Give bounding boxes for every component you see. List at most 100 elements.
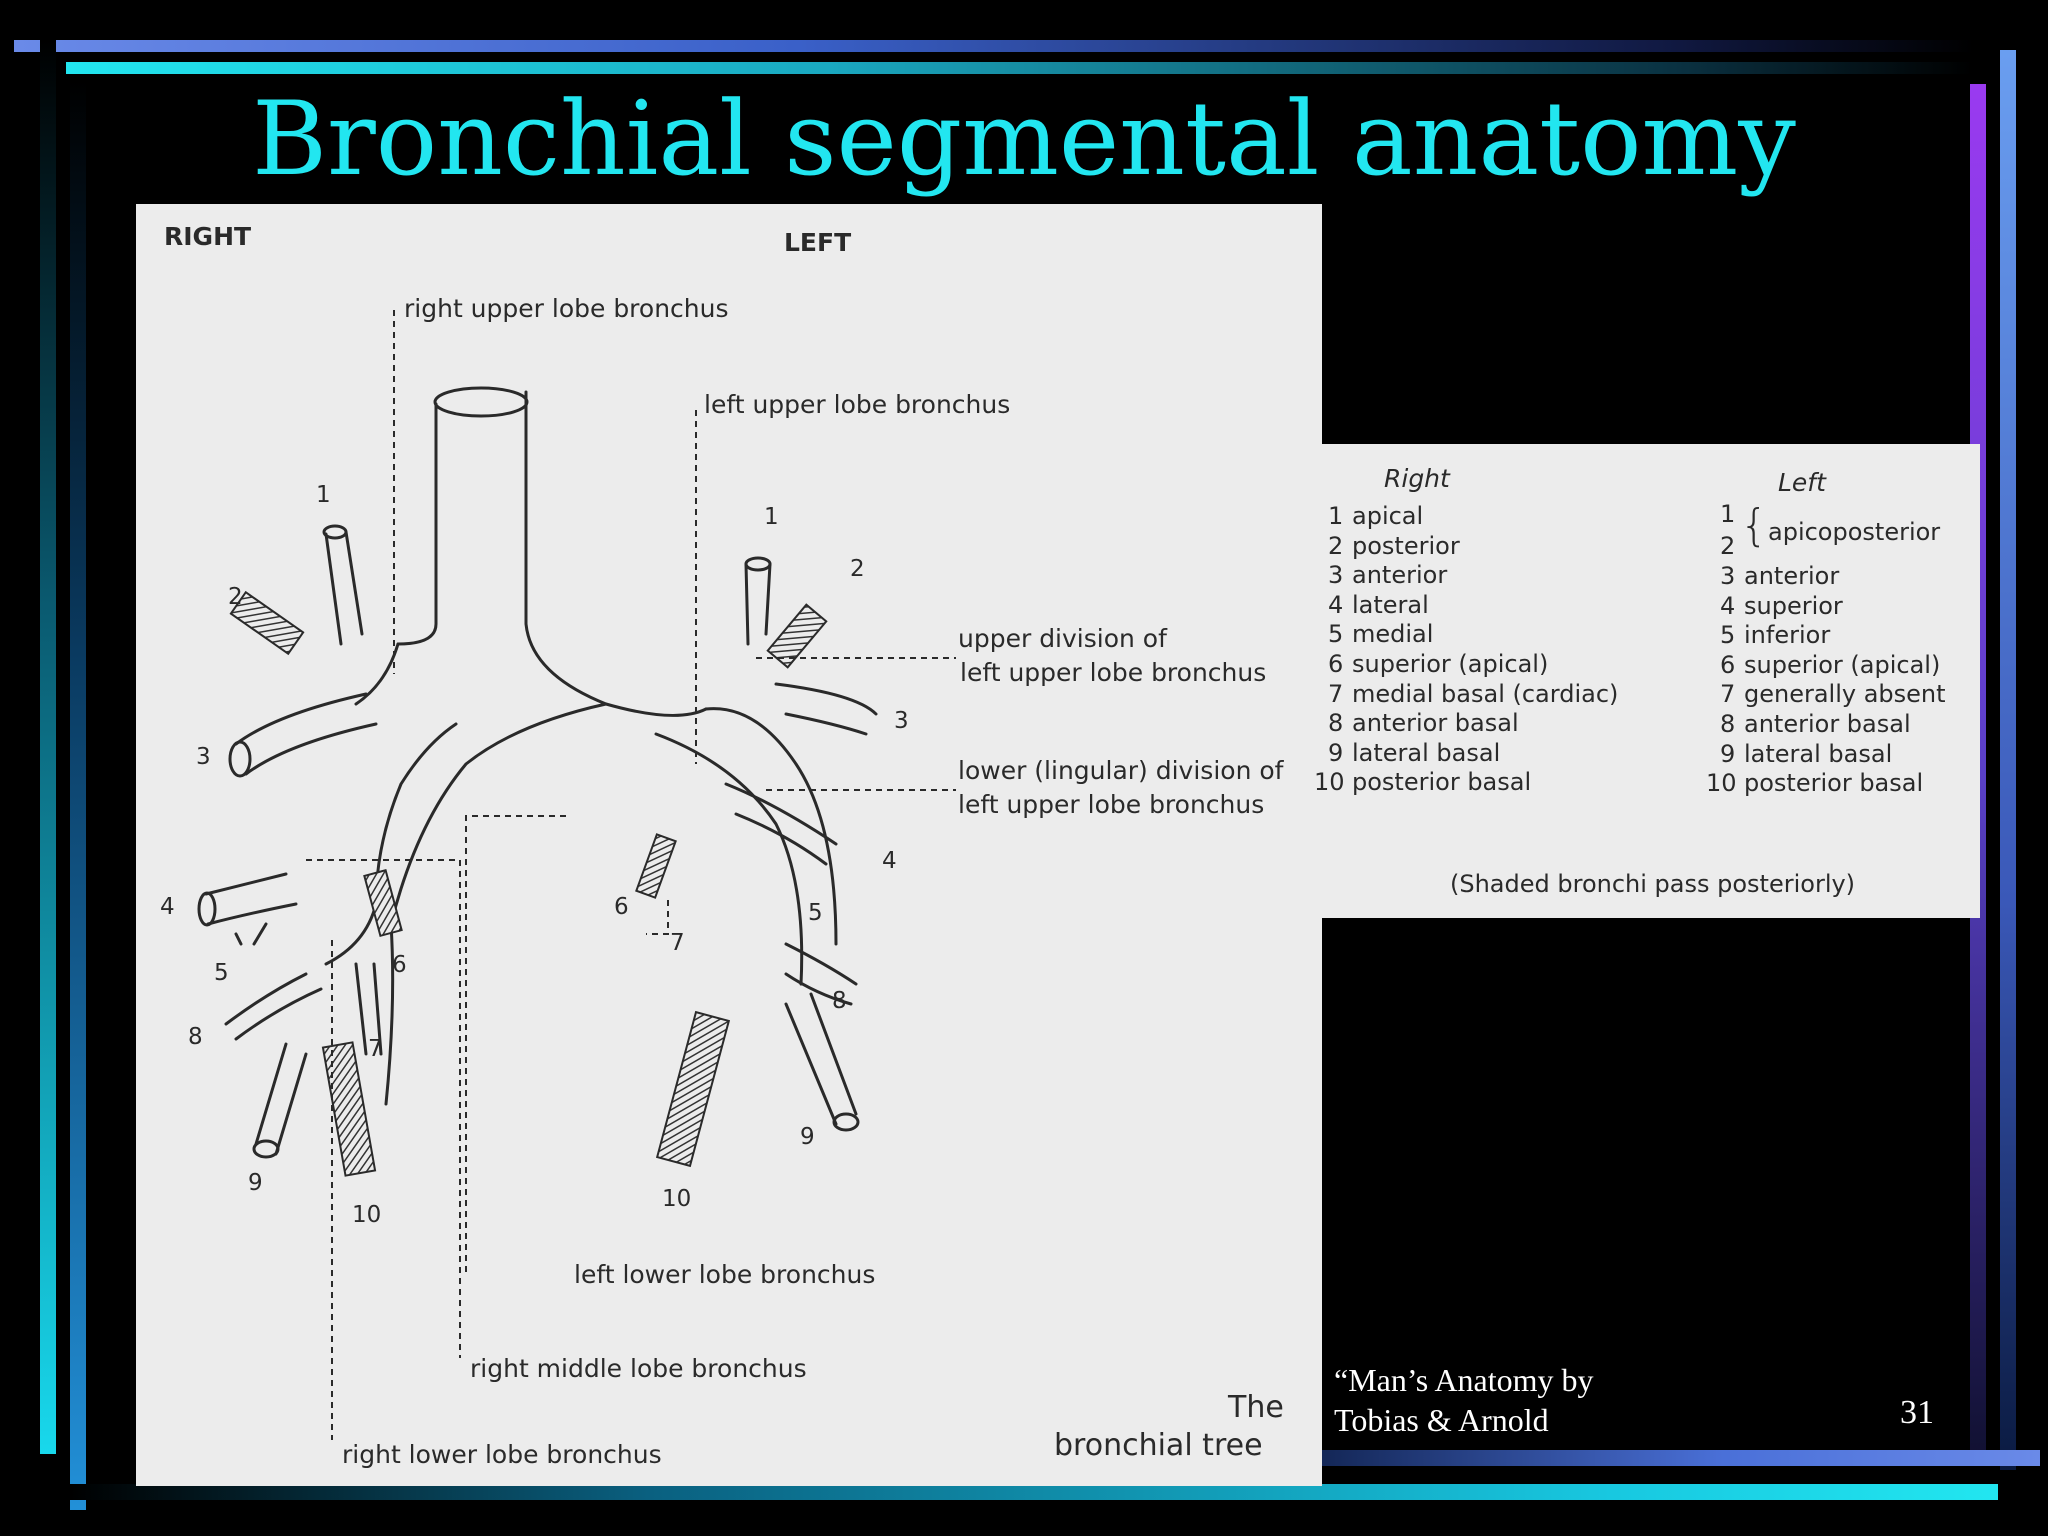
side-label-left: LEFT (784, 228, 852, 257)
legend-left-apico-num-2: 2 (1720, 532, 1736, 560)
legend-left-item: superior (apical) (1744, 650, 1941, 679)
bottom-bar-2 (70, 1484, 1998, 1500)
right-branch-5 (234, 922, 268, 946)
legend-right-item: medial basal (cardiac) (1352, 679, 1619, 708)
left-branch-3 (774, 682, 878, 736)
right-shaded-10 (321, 1041, 377, 1177)
top-bar-2 (66, 62, 1972, 74)
legend-right-item: medial (1352, 620, 1434, 649)
left-main-bronchus (654, 707, 838, 986)
bronchial-tree-drawing (197, 310, 956, 1440)
left-seg-num-5: 5 (808, 900, 823, 926)
legend-left-item: anterior (1744, 562, 1840, 590)
right-main-bronchus (354, 642, 608, 926)
label-right-middle-lobe: right middle lobe bronchus (470, 1354, 807, 1383)
leader-left-7 (646, 900, 669, 935)
side-label-right: RIGHT (164, 222, 252, 251)
label-right-lower-lobe: right lower lobe bronchus (342, 1440, 662, 1469)
legend-right-number: 8 (1328, 709, 1344, 738)
citation-line-2: Tobias & Arnold (1334, 1402, 1549, 1438)
legend-left-number: 9 (1720, 739, 1736, 768)
label-lingular-2: left upper lobe bronchus (958, 790, 1265, 819)
legend-right-number: 6 (1328, 650, 1344, 678)
left-seg-num-4: 4 (882, 848, 897, 874)
right-branch-4 (204, 872, 298, 926)
legend-right-item: anterior basal (1352, 709, 1519, 738)
left-seg-num-8: 8 (832, 988, 847, 1014)
right-seg-num-3: 3 (196, 744, 211, 770)
right-branch-1 (324, 530, 364, 646)
bottom-bar-1 (1250, 1450, 2040, 1466)
legend-left-heading: Left (1778, 468, 1826, 497)
legend-right-heading: Right (1384, 464, 1450, 493)
legend-right-number: 2 (1328, 531, 1344, 560)
citation-line-1: “Man’s Anatomy by (1334, 1362, 1594, 1398)
legend-right-item: anterior (1352, 561, 1448, 590)
page-title: Bronchial segmental anatomy (252, 80, 1796, 199)
legend-right-item: posterior (1352, 531, 1460, 560)
left-seg-num-3: 3 (894, 708, 909, 734)
legend-left-apico-brace: { (1740, 500, 1768, 551)
right-seg-num-4: 4 (160, 894, 175, 920)
legend-right-item: lateral (1352, 590, 1429, 619)
left-branch-9 (784, 992, 858, 1126)
label-right-upper-lobe: right upper lobe bronchus (404, 294, 729, 323)
legend-left-item: generally absent (1744, 680, 1946, 709)
segment-legend: Right Left 1 apical 2 posterior 3 anterior 4 la… (1314, 444, 1980, 918)
left-seg-num-6: 6 (614, 894, 629, 920)
legend-right-item: apical (1352, 502, 1424, 530)
legend-left-number: 10 (1706, 769, 1737, 798)
legend-left-number: 8 (1720, 710, 1736, 738)
legend-left-apico-name: apicoposterior (1768, 518, 1941, 546)
trachea (396, 390, 708, 717)
leader-left-lower (465, 815, 566, 1274)
right-shaded-6 (363, 868, 403, 938)
bronchial-tree-figure: RIGHT LEFT right upper lobe bronchus lef… (136, 204, 1322, 1486)
figure-caption-1: The (1228, 1390, 1284, 1425)
left-seg-num-7: 7 (670, 930, 685, 956)
label-left-upper-lobe: left upper lobe bronchus (704, 390, 1011, 419)
trachea-opening (433, 386, 529, 418)
right-seg-num-8: 8 (188, 1024, 203, 1050)
legend-right-number: 5 (1328, 620, 1344, 649)
legend-right-item: superior (apical) (1352, 650, 1549, 678)
legend-right-number: 9 (1328, 738, 1344, 767)
left-branch-1 (744, 562, 772, 646)
legend-left-number: 3 (1720, 562, 1736, 590)
left-branch-8 (784, 942, 858, 1006)
right-branch-3 (234, 692, 378, 776)
right-bar-2 (2000, 50, 2016, 1470)
left-seg-num-1: 1 (764, 504, 779, 530)
legend-right-number: 4 (1328, 590, 1344, 619)
legend-right-number: 7 (1328, 679, 1344, 708)
label-upper-division-2: left upper lobe bronchus (960, 658, 1267, 687)
label-left-lower-lobe: left lower lobe bronchus (574, 1260, 876, 1289)
citation: “Man’s Anatomy by Tobias & Arnold (1334, 1360, 1594, 1440)
left-shaded-10 (655, 1010, 731, 1168)
right-seg-num-5: 5 (214, 960, 229, 986)
legend-right-number: 10 (1314, 768, 1345, 797)
left-shaded-6 (635, 833, 677, 899)
legend-right-number: 3 (1328, 561, 1344, 590)
left-bar-2 (70, 80, 86, 1510)
left-bar-1 (40, 40, 56, 1454)
figure-caption-2: bronchial tree (1054, 1428, 1263, 1463)
right-shaded-2 (229, 590, 305, 656)
legend-left-item: superior (1744, 591, 1843, 620)
left-seg-num-9: 9 (800, 1124, 815, 1150)
legend-left-number: 4 (1720, 591, 1736, 620)
right-seg-num-2: 2 (228, 584, 243, 610)
right-branch-8 (224, 972, 323, 1041)
left-seg-num-2: 2 (850, 556, 865, 582)
page-number: 31 (1900, 1394, 1934, 1431)
legend-right-number: 1 (1328, 502, 1344, 530)
legend-left-item: anterior basal (1744, 710, 1911, 738)
legend-note: (Shaded bronchi pass posteriorly) (1450, 870, 1856, 898)
legend-left-item: inferior (1744, 621, 1831, 650)
left-branch-4 (724, 782, 838, 866)
legend-right-item: posterior basal (1352, 768, 1532, 797)
right-seg-num-1: 1 (316, 482, 331, 508)
left-seg-num-10: 10 (662, 1186, 692, 1212)
right-seg-num-6: 6 (392, 952, 407, 978)
label-upper-division-1: upper division of (958, 624, 1167, 653)
